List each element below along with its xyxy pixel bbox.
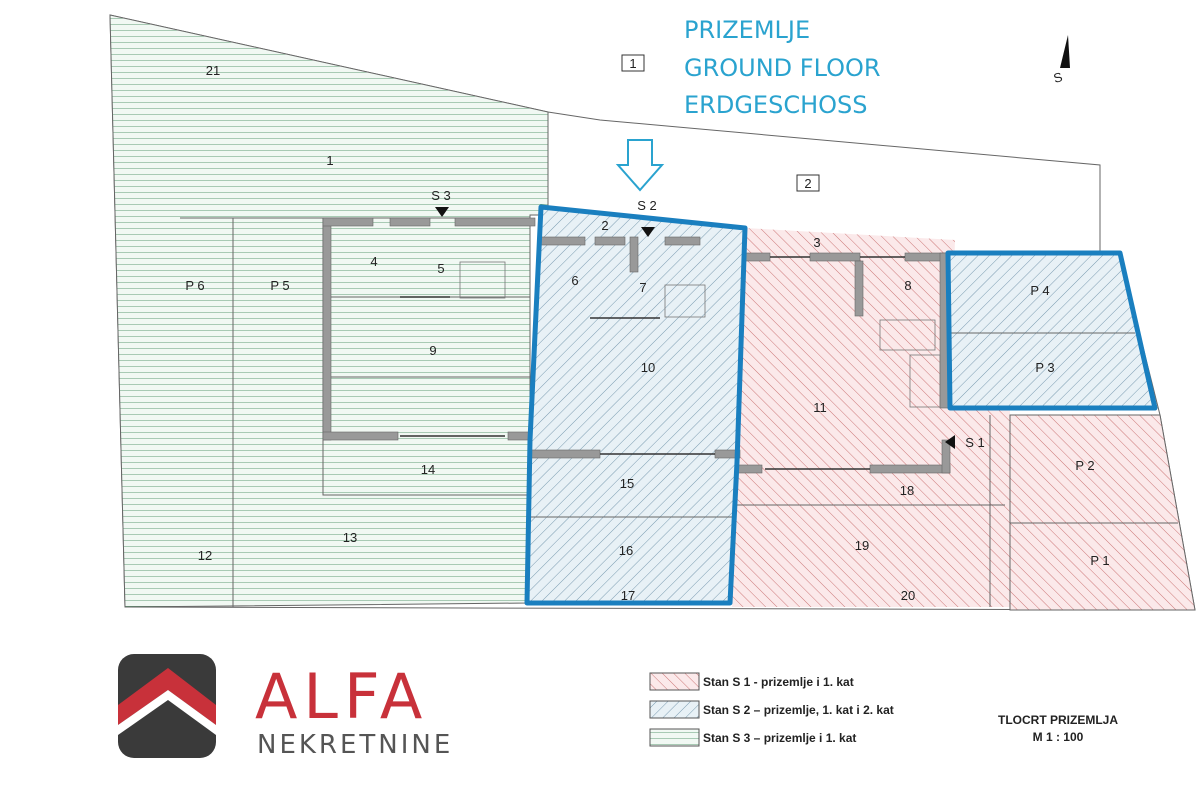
room-12: 12: [198, 548, 212, 563]
alfa-logo: ALFA NEKRETNINE: [118, 654, 453, 760]
stairs: [459, 261, 941, 408]
parking-p3: P 3: [1035, 360, 1054, 375]
s3-triangle-icon: [435, 207, 449, 217]
marker-s3: S 3: [431, 188, 451, 203]
title-line-2: GROUND FLOOR: [684, 54, 881, 82]
room-15: 15: [620, 476, 634, 491]
room-16: 16: [619, 543, 633, 558]
room-9: 9: [429, 343, 436, 358]
parking-p6: P 6: [185, 278, 204, 293]
highlight-s2: [524, 204, 1158, 606]
plan-caption-title: TLOCRT PRIZEMLJA: [998, 713, 1118, 727]
room-21: 21: [206, 63, 220, 78]
apartment-s1-parking: [1009, 414, 1196, 611]
legend: Stan S 1 - prizemlje i 1. kat Stan S 2 –…: [649, 672, 894, 747]
s2-triangle-icon: [641, 227, 655, 237]
room-11: 11: [813, 400, 827, 415]
entrance-arrow-icon: [615, 139, 665, 192]
legend-s1: Stan S 1 - prizemlje i 1. kat: [703, 675, 854, 689]
logo-subtitle: NEKRETNINE: [257, 730, 453, 760]
parking-p5: P 5: [270, 278, 289, 293]
parking-p4: P 4: [1030, 283, 1049, 298]
room-4: 4: [370, 254, 377, 269]
room-7: 7: [639, 280, 646, 295]
room-2: 2: [601, 218, 608, 233]
walls: [322, 217, 951, 474]
room-17: 17: [621, 588, 635, 603]
room-10: 10: [641, 360, 655, 375]
title-line-3: ERDGESCHOSS: [684, 91, 867, 119]
s1-triangle-icon: [945, 435, 955, 449]
windows: [400, 256, 905, 470]
marker-1: 1: [629, 56, 636, 71]
room-labels: 21 1 2 3 4 5 6 7 8 9 10 11 12 13 14 15 1…: [185, 63, 1109, 603]
logo-name: ALFA: [255, 660, 428, 733]
marker-2-box: [796, 174, 820, 192]
marker-1-box: [621, 54, 645, 72]
apartment-s2-area: [527, 207, 745, 603]
title-line-1: PRIZEMLJE: [684, 16, 810, 44]
room-19: 19: [855, 538, 869, 553]
svg-text:S: S: [1052, 69, 1065, 86]
plan-caption-scale: M 1 : 100: [1033, 730, 1084, 744]
marker-2: 2: [804, 176, 811, 191]
room-1: 1: [326, 153, 333, 168]
marker-s2: S 2: [637, 198, 657, 213]
apartment-s2-parking: [948, 253, 1155, 408]
north-arrow-icon: S: [1052, 35, 1070, 86]
parking-p2: P 2: [1075, 458, 1094, 473]
legend-s3: Stan S 3 – prizemlje i 1. kat: [703, 731, 856, 745]
room-13: 13: [343, 530, 357, 545]
room-8: 8: [904, 278, 911, 293]
room-18: 18: [900, 483, 914, 498]
parking-p1: P 1: [1090, 553, 1109, 568]
legend-s2: Stan S 2 – prizemlje, 1. kat i 2. kat: [703, 703, 894, 717]
marker-s1: S 1: [965, 435, 985, 450]
room-14: 14: [421, 462, 435, 477]
room-20: 20: [901, 588, 915, 603]
room-6: 6: [571, 273, 578, 288]
plan-title: PRIZEMLJE GROUND FLOOR ERDGESCHOSS: [684, 16, 881, 119]
room-5: 5: [437, 261, 444, 276]
room-3: 3: [813, 235, 820, 250]
